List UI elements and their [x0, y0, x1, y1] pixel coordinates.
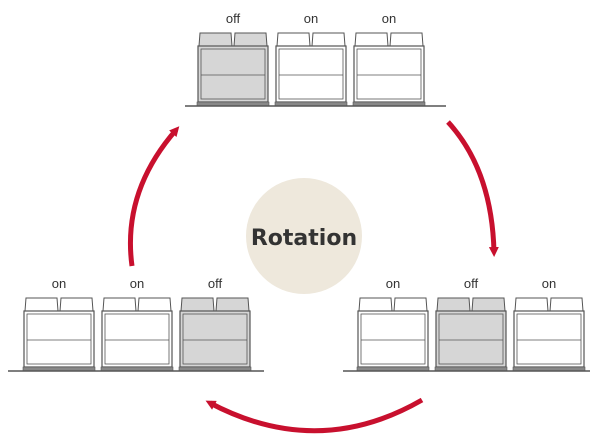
unit-body: [275, 45, 347, 103]
unit-inner-panel: [26, 313, 92, 365]
unit-group-left: on on off: [8, 276, 264, 372]
unit-lid-left: [198, 32, 233, 47]
arrow-right-to-left: [205, 397, 424, 434]
unit-off: off: [434, 276, 508, 372]
unit-lid-left: [514, 297, 549, 312]
unit-body: [357, 310, 429, 368]
unit-state-label: off: [226, 11, 241, 26]
arrow-top-to-right: [446, 120, 499, 257]
unit-body: [23, 310, 95, 368]
unit-lid-left: [102, 297, 137, 312]
unit-inner-panel: [360, 313, 426, 365]
unit-lid-right: [215, 297, 250, 312]
unit-on: on: [352, 11, 426, 107]
unit-on: on: [274, 11, 348, 107]
unit-off: off: [178, 276, 252, 372]
unit-lid-left: [180, 297, 215, 312]
unit-state-label: on: [382, 11, 396, 26]
unit-lid-right: [393, 297, 428, 312]
unit-body: [353, 45, 425, 103]
unit-body: [101, 310, 173, 368]
unit-state-label: off: [464, 276, 479, 291]
unit-on: on: [22, 276, 96, 372]
unit-state-label: on: [304, 11, 318, 26]
unit-off: off: [196, 11, 270, 107]
center-circle: [246, 178, 362, 294]
unit-inner-panel: [516, 313, 582, 365]
unit-body: [513, 310, 585, 368]
unit-on: on: [100, 276, 174, 372]
unit-body: [197, 45, 269, 103]
unit-state-label: on: [386, 276, 400, 291]
unit-state-label: on: [542, 276, 556, 291]
unit-state-label: off: [208, 276, 223, 291]
unit-lid-right: [389, 32, 424, 47]
unit-group-top: off on on: [185, 11, 446, 107]
unit-on: on: [512, 276, 586, 372]
unit-group-right: on off on: [343, 276, 590, 372]
unit-lid-right: [233, 32, 268, 47]
arrow-left-to-top: [127, 126, 180, 267]
unit-lid-left: [354, 32, 389, 47]
unit-on: on: [356, 276, 430, 372]
unit-inner-panel: [278, 48, 344, 100]
unit-lid-left: [24, 297, 59, 312]
unit-body: [435, 310, 507, 368]
unit-lid-left: [276, 32, 311, 47]
center-label: Rotation: [251, 226, 357, 251]
unit-lid-right: [59, 297, 94, 312]
unit-inner-panel: [104, 313, 170, 365]
unit-lid-right: [549, 297, 584, 312]
unit-state-label: on: [52, 276, 66, 291]
unit-body: [179, 310, 251, 368]
unit-lid-right: [471, 297, 506, 312]
unit-lid-left: [358, 297, 393, 312]
unit-inner-panel: [438, 313, 504, 365]
unit-inner-panel: [182, 313, 248, 365]
unit-inner-panel: [356, 48, 422, 100]
unit-inner-panel: [200, 48, 266, 100]
unit-lid-left: [436, 297, 471, 312]
unit-state-label: on: [130, 276, 144, 291]
unit-lid-right: [137, 297, 172, 312]
unit-lid-right: [311, 32, 346, 47]
